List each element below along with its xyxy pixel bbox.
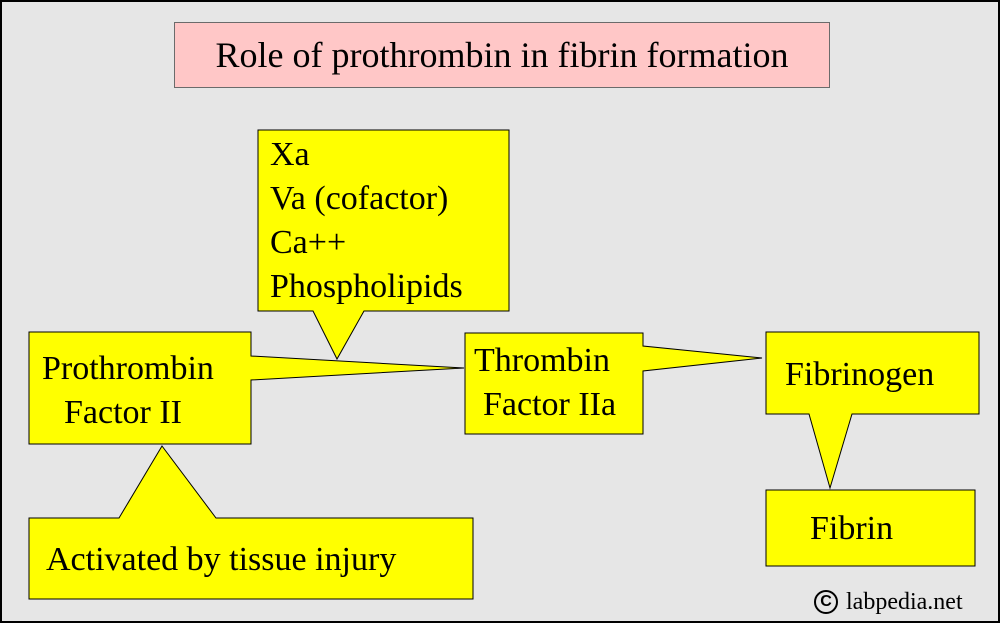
cofactor-callout-shape [257,129,510,361]
prothrombin-node: Prothrombin Factor II [42,347,214,435]
activation-node: Activated by tissue injury [46,538,396,582]
diagram-title-text: Role of prothrombin in fibrin formation [215,35,789,75]
activation-callout-shape [28,445,474,600]
thrombin-node: Thrombin Factor IIa [474,339,616,427]
fibrinogen-node: Fibrinogen [785,353,934,397]
cofactor-phospholipids: Phospholipids [270,268,463,305]
thrombin-callout-shape [464,332,763,435]
factor-iia-label: Factor IIa [483,386,617,423]
prothrombin-callout-shape [28,331,465,445]
cofactor-calcium: Ca++ [270,224,347,261]
thrombin-label: Thrombin [474,342,610,379]
diagram-title: Role of prothrombin in fibrin formation [174,22,830,88]
copyright-text: labpedia.net [846,589,963,615]
fibrin-box-shape [765,489,976,567]
copyright-icon: C [814,590,838,614]
fibrin-label: Fibrin [810,510,894,547]
fibrin-node: Fibrin [810,507,893,551]
copyright-notice: C labpedia.net [814,585,963,619]
cofactor-list: Xa Va (cofactor) Ca++ Phospholipids [270,133,463,309]
cofactor-xa: Xa [270,136,310,173]
activation-label: Activated by tissue injury [46,541,397,578]
factor-ii-label: Factor II [64,394,183,431]
cofactor-va: Va (cofactor) [270,180,449,217]
fibrinogen-callout-shape [765,331,980,490]
fibrinogen-label: Fibrinogen [785,356,935,393]
prothrombin-label: Prothrombin [42,350,214,387]
